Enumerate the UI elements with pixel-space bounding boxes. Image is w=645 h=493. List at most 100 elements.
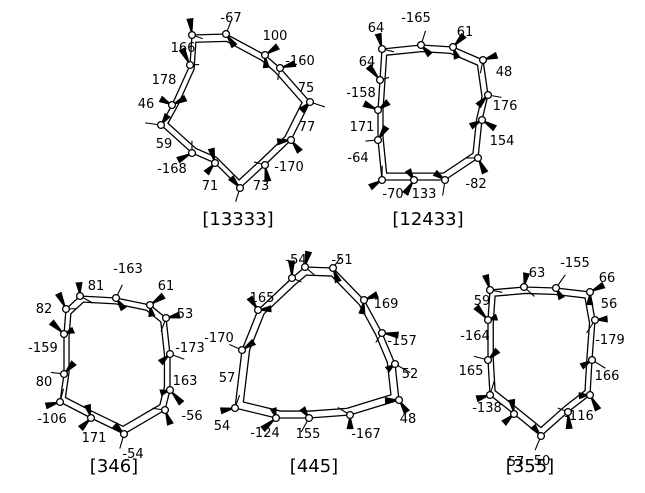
ring-atom: [210, 158, 220, 168]
torsion-label: 57: [219, 371, 236, 386]
ring-bonds: [377, 44, 489, 181]
ring-atom: [551, 283, 561, 293]
ring-atom: [165, 349, 175, 359]
torsion-label: -106: [37, 412, 67, 427]
torsion-label: -170: [204, 331, 234, 346]
ring-atom: [345, 410, 355, 420]
ring-atom: [187, 148, 197, 158]
bold-bond: [225, 33, 238, 49]
bold-bond: [365, 63, 381, 81]
ring-bonds-back: [382, 50, 483, 174]
ring-atom: [519, 282, 529, 292]
bold-bond: [264, 43, 280, 56]
torsion-label: 165: [459, 364, 484, 379]
ring-atom: [304, 413, 314, 423]
ring-atom: [585, 287, 595, 297]
torsion-label: -159: [28, 341, 58, 356]
bold-bond: [481, 119, 498, 132]
ring-atom: [161, 313, 171, 323]
ring-atom: [563, 407, 573, 417]
conformation-name: [346]: [90, 456, 138, 477]
bold-bond: [482, 51, 499, 61]
torsion-label: 166: [595, 369, 620, 384]
bold-bond: [589, 281, 606, 293]
torsion-label: 50: [534, 454, 551, 469]
torsion-label: -54: [285, 253, 306, 268]
ring-bonds-back: [492, 292, 591, 429]
torsion-label: 56: [601, 297, 618, 312]
ring-atom: [287, 273, 297, 283]
ring-diagram-c346: 81-1636153-173163-56-54171-10680-15982[3…: [28, 262, 205, 477]
torsion-label: 66: [599, 271, 616, 286]
bold-bond: [115, 297, 127, 312]
bold-bond: [368, 179, 383, 191]
ring-atom: [185, 60, 195, 70]
torsion-label: -165: [401, 11, 431, 26]
ring-atom: [165, 385, 175, 395]
bold-bond: [227, 175, 241, 189]
ring-atom: [305, 97, 315, 107]
ring-atom: [86, 413, 96, 423]
conformation-name: [355]: [506, 456, 554, 477]
ring-atom: [55, 397, 65, 407]
torsion-label: 48: [496, 65, 513, 80]
bold-bond: [589, 394, 602, 412]
bold-bond: [164, 409, 174, 426]
torsion-label: 46: [138, 97, 155, 112]
bold-bond: [377, 124, 390, 141]
ring-atom: [394, 395, 404, 405]
ring-atom: [416, 40, 426, 50]
ring-atom: [377, 328, 387, 338]
bold-bond: [279, 60, 297, 69]
bold-bond: [260, 417, 277, 433]
bold-bond: [44, 401, 61, 410]
torsion-label: -168: [157, 162, 187, 177]
bold-bond: [374, 32, 383, 50]
bold-bond: [55, 291, 67, 310]
bold-bond: [578, 392, 592, 400]
torsion-label: 81: [88, 279, 105, 294]
ring-atom: [59, 369, 69, 379]
bold-bond: [384, 397, 400, 405]
ring-atom: [187, 30, 197, 40]
torsion-label: -158: [346, 86, 376, 101]
bold-bond: [304, 250, 313, 268]
ring-atom: [300, 262, 310, 272]
ring-atom: [483, 315, 493, 325]
torsion-label: -164: [460, 329, 490, 344]
torsion-label: -157: [387, 334, 417, 349]
bold-bond: [402, 179, 415, 196]
torsion-label: 53: [177, 307, 194, 322]
ring-atom: [375, 75, 385, 85]
ring-atom: [590, 315, 600, 325]
bold-bond: [186, 17, 194, 36]
torsion-label: 166: [171, 41, 196, 56]
ring-atom: [260, 160, 270, 170]
bold-bond: [473, 304, 489, 321]
ring-atom: [485, 390, 495, 400]
ring-atom: [373, 105, 383, 115]
ring-atom: [286, 135, 296, 145]
ring-atom: [167, 100, 177, 110]
bold-bond: [207, 147, 216, 164]
bold-bond: [565, 411, 573, 430]
torsion-label: 73: [253, 179, 270, 194]
torsion-label: -160: [285, 54, 315, 69]
torsion-label: -116: [564, 409, 594, 424]
torsion-label: -67: [220, 11, 241, 26]
torsion-label: 61: [457, 25, 474, 40]
torsion-label: 77: [299, 120, 316, 135]
ring-atom: [230, 403, 240, 413]
torsion-label: 154: [490, 134, 515, 149]
ring-bonds: [234, 266, 400, 419]
torsion-label: 71: [202, 179, 219, 194]
ring-atom: [111, 293, 121, 303]
ring-diagram-c12433: 64-1656148176154-82133-70-64171-15864[12…: [346, 11, 517, 230]
torsion-label: 64: [359, 55, 376, 70]
torsion-label: 171: [82, 431, 107, 446]
bold-bond: [171, 94, 188, 106]
ring-atom: [390, 359, 400, 369]
ring-atom: [377, 175, 387, 185]
ring-atom: [75, 291, 85, 301]
